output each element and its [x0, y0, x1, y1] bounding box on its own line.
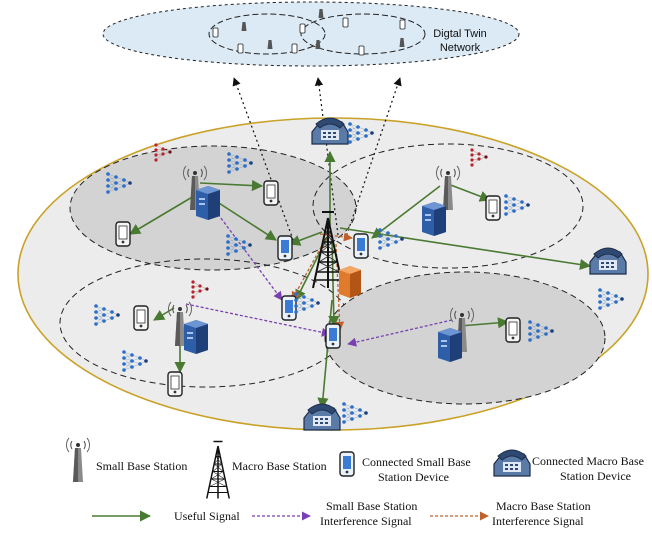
device-icon — [133, 305, 149, 331]
legend: Small Base Station Macro Base Station Co… — [65, 437, 644, 528]
legend-connected-macro-label-line2: Station Device — [560, 469, 631, 483]
macro-server-icon — [339, 266, 361, 298]
legend-macro-interference-label-line2: Interference Signal — [492, 514, 584, 528]
server-icon — [422, 202, 446, 236]
legend-small-interference-label-line2: Interference Signal — [320, 514, 412, 528]
digital-twin-label-line1: Digtal Twin — [433, 28, 487, 40]
device-icon — [167, 371, 183, 397]
digital-twin-boundary — [102, 1, 520, 67]
small-cell-top-right — [312, 143, 584, 269]
legend-macro-bs-label: Macro Base Station — [232, 459, 327, 473]
legend-connected-small-device-icon — [339, 451, 355, 477]
device-icon — [263, 180, 279, 206]
digital-twin-links — [232, 77, 402, 246]
server-icon — [438, 328, 462, 362]
legend-macro-interference-label-line1: Macro Base Station — [496, 499, 591, 513]
server-icon — [184, 320, 208, 354]
legend-connected-small-label-line1: Connected Small Base — [362, 455, 471, 469]
twin-link-right — [344, 77, 402, 241]
twin-link-center — [314, 77, 339, 236]
device-icon — [505, 317, 521, 343]
connected-small-device-icon — [277, 235, 293, 261]
device-icon — [485, 195, 501, 221]
legend-useful-signal-label: Useful Signal — [174, 509, 240, 523]
connected-small-device-icon — [353, 233, 369, 259]
legend-small-bs-icon — [65, 437, 91, 483]
server-icon — [196, 186, 220, 220]
device-icon — [115, 221, 131, 247]
legend-connected-small-label-line2: Station Device — [378, 470, 449, 484]
digital-twin-label-line2: Network — [440, 42, 481, 54]
connected-small-device-icon — [281, 295, 297, 321]
connected-small-device-icon — [325, 323, 341, 349]
twin-cell-left — [208, 13, 326, 55]
legend-connected-macro-label-line1: Connected Macro Base — [532, 454, 644, 468]
legend-connected-macro-device-icon — [493, 449, 531, 477]
useful-signals — [129, 150, 592, 410]
legend-small-interference-label-line1: Small Base Station — [326, 499, 417, 513]
legend-small-bs-label: Small Base Station — [96, 459, 187, 473]
legend-macro-bs-icon — [206, 440, 230, 500]
digital-twin-network: Digtal Twin Network — [102, 1, 520, 67]
